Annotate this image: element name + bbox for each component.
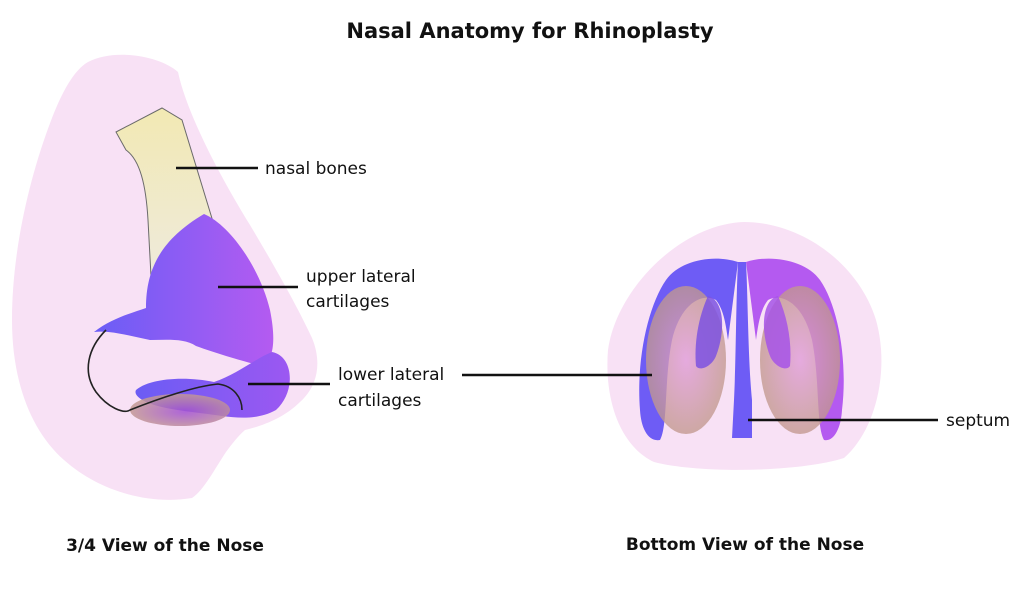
label-lower-lateral-line2: cartilages [338,391,422,411]
left-inner-crus [695,296,723,369]
diagram-title: Nasal Anatomy for Rhinoplasty [346,19,714,43]
label-upper-lateral-line1: upper lateral [306,267,416,287]
three-quarter-view [12,54,330,500]
bottom-view [462,222,938,470]
right-inner-crus [763,296,791,369]
upper-lateral-cartilage-shape [94,214,274,366]
alar-tan-lobe [130,394,230,426]
caption-three-quarter-view: 3/4 View of the Nose [66,536,264,556]
septum-shape [732,262,752,438]
label-nasal-bones: nasal bones [265,159,367,179]
label-lower-lateral-line1: lower lateral [338,365,444,385]
label-septum: septum [946,411,1010,431]
label-upper-lateral-line2: cartilages [306,292,390,312]
caption-bottom-view: Bottom View of the Nose [626,535,864,555]
alar-outline-curve [87,329,243,412]
